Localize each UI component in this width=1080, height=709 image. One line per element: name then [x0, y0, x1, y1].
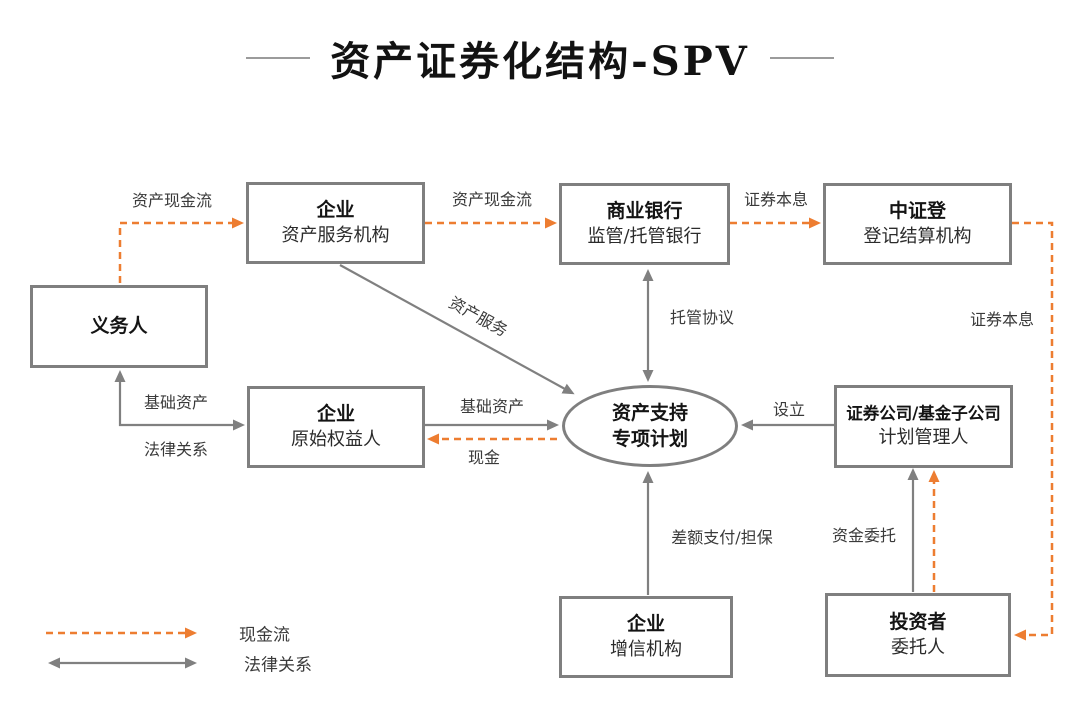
node-credit-enhancer-subtitle: 增信机构: [610, 639, 682, 660]
node-originator-subtitle: 原始权益人: [291, 429, 381, 450]
node-csdc-subtitle: 登记结算机构: [863, 226, 972, 247]
node-plan-manager: 证券公司/基金子公司 计划管理人: [834, 385, 1013, 468]
title-right-rule: [769, 57, 834, 59]
edge-label-cash: 现金: [467, 448, 501, 467]
node-csdc-title: 中证登: [888, 200, 946, 222]
node-obligor-title: 义务人: [90, 315, 148, 337]
node-spv-plan-subtitle: 专项计划: [611, 427, 688, 450]
edge-label-legal-relation-left: 法律关系: [143, 440, 209, 459]
node-investor-title: 投资者: [889, 611, 947, 633]
node-credit-enhancer: 企业 增信机构: [559, 596, 733, 678]
node-investor-subtitle: 委托人: [891, 637, 945, 658]
legend-label-cashflow: 现金流: [239, 625, 290, 646]
title-left-rule: [246, 57, 311, 59]
arrow-asset-service-servicer-to-spv: [339, 264, 575, 395]
node-plan-manager-subtitle: 计划管理人: [878, 427, 969, 449]
edge-label-principal-interest-1: 证券本息: [743, 190, 809, 209]
diagram-title-row: 资产证券化结构-SPV: [0, 26, 1080, 90]
edge-label-principal-interest-2: 证券本息: [969, 310, 1035, 329]
edge-label-asset-cashflow-1: 资产现金流: [131, 191, 213, 210]
edge-label-asset-cashflow-2: 资产现金流: [451, 190, 533, 209]
edge-label-underlying-asset-left: 基础资产: [143, 393, 209, 412]
node-asset-servicer-title: 企业: [316, 199, 355, 221]
node-csdc: 中证登 登记结算机构: [823, 183, 1012, 265]
arrow-legal-originator-obligor: [114, 370, 245, 431]
edge-label-underlying-asset-center: 基础资产: [459, 397, 525, 416]
arrow-asset-cashflow-obligor-to-servicer: [118, 217, 244, 283]
node-asset-servicer-subtitle: 资产服务机构: [281, 225, 390, 246]
arrow-principal-interest-csdc-to-investor: [1012, 221, 1054, 641]
edge-label-shortfall-guarantee: 差额支付/担保: [671, 528, 773, 547]
diagram-title: 资产证券化结构-SPV: [330, 38, 750, 85]
legend-label-legal: 法律关系: [244, 655, 312, 676]
edge-label-custody-agreement: 托管协议: [669, 308, 735, 327]
node-originator: 企业 原始权益人: [247, 386, 425, 468]
edge-label-fund-entrust: 资金委托: [831, 526, 897, 545]
node-commercial-bank-title: 商业银行: [606, 200, 683, 222]
node-commercial-bank-subtitle: 监管/托管银行: [587, 226, 702, 247]
node-plan-manager-title: 证券公司/基金子公司: [846, 403, 1001, 423]
node-credit-enhancer-title: 企业: [626, 613, 665, 635]
node-commercial-bank: 商业银行 监管/托管银行: [559, 183, 730, 265]
node-obligor: 义务人: [30, 285, 208, 368]
edge-label-setup: 设立: [772, 400, 806, 419]
node-spv-plan-title: 资产支持: [611, 401, 688, 424]
node-investor: 投资者 委托人: [825, 593, 1011, 677]
node-originator-title: 企业: [316, 403, 355, 425]
node-spv-plan: 资产支持 专项计划: [562, 385, 738, 467]
node-asset-servicer: 企业 资产服务机构: [246, 182, 425, 264]
